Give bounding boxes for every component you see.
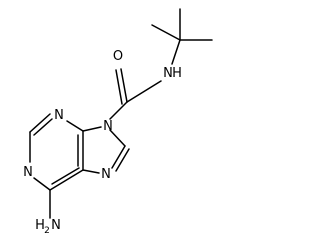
atom-label-o: O xyxy=(113,49,123,64)
bond-n3-c2-double-b xyxy=(33,118,53,136)
bond-carbonyl-to-n9 xyxy=(109,101,128,120)
bond-tbutyl-to-nh xyxy=(171,39,181,65)
atom-label-n9: N xyxy=(103,119,113,134)
bond-tbutyl-methyl-left xyxy=(151,24,181,41)
bonds xyxy=(29,8,213,219)
atom-label-amide-n: N xyxy=(163,66,173,81)
atom-label-nh2-h: H xyxy=(35,218,45,233)
atom-label-amide-h: H xyxy=(172,66,182,81)
bond-c8-n7-double-b xyxy=(115,148,130,172)
bond-n7-c5 xyxy=(82,169,100,174)
bond-n3-c2-double-a xyxy=(29,113,51,133)
tert-butyl-adenine-carboxamide-structure: O N H N N N N H 2 N xyxy=(23,8,213,236)
atom-label-n7: N xyxy=(101,167,111,182)
atom-labels: O N H N N N N H 2 N xyxy=(23,49,182,236)
atom-label-n3: N xyxy=(54,108,64,123)
bond-carbonyl-double-a xyxy=(120,68,128,103)
bond-c8-n7-double-a xyxy=(111,145,126,169)
bond-c6-c5-double-a xyxy=(49,169,84,191)
bond-c6-c5-double-b xyxy=(51,167,80,185)
bond-n9-c8 xyxy=(109,129,126,147)
atom-label-nh2-subscript: 2 xyxy=(44,226,50,236)
atom-label-nh2-n: N xyxy=(51,218,61,233)
bond-c4-n3 xyxy=(66,120,84,132)
bond-nh-to-carbonyl-carbon xyxy=(126,80,162,103)
atom-label-n1: N xyxy=(23,165,33,180)
bond-n9-c4 xyxy=(82,126,102,132)
bond-n1-c6 xyxy=(33,177,51,191)
bond-carbonyl-double-b xyxy=(115,69,123,105)
